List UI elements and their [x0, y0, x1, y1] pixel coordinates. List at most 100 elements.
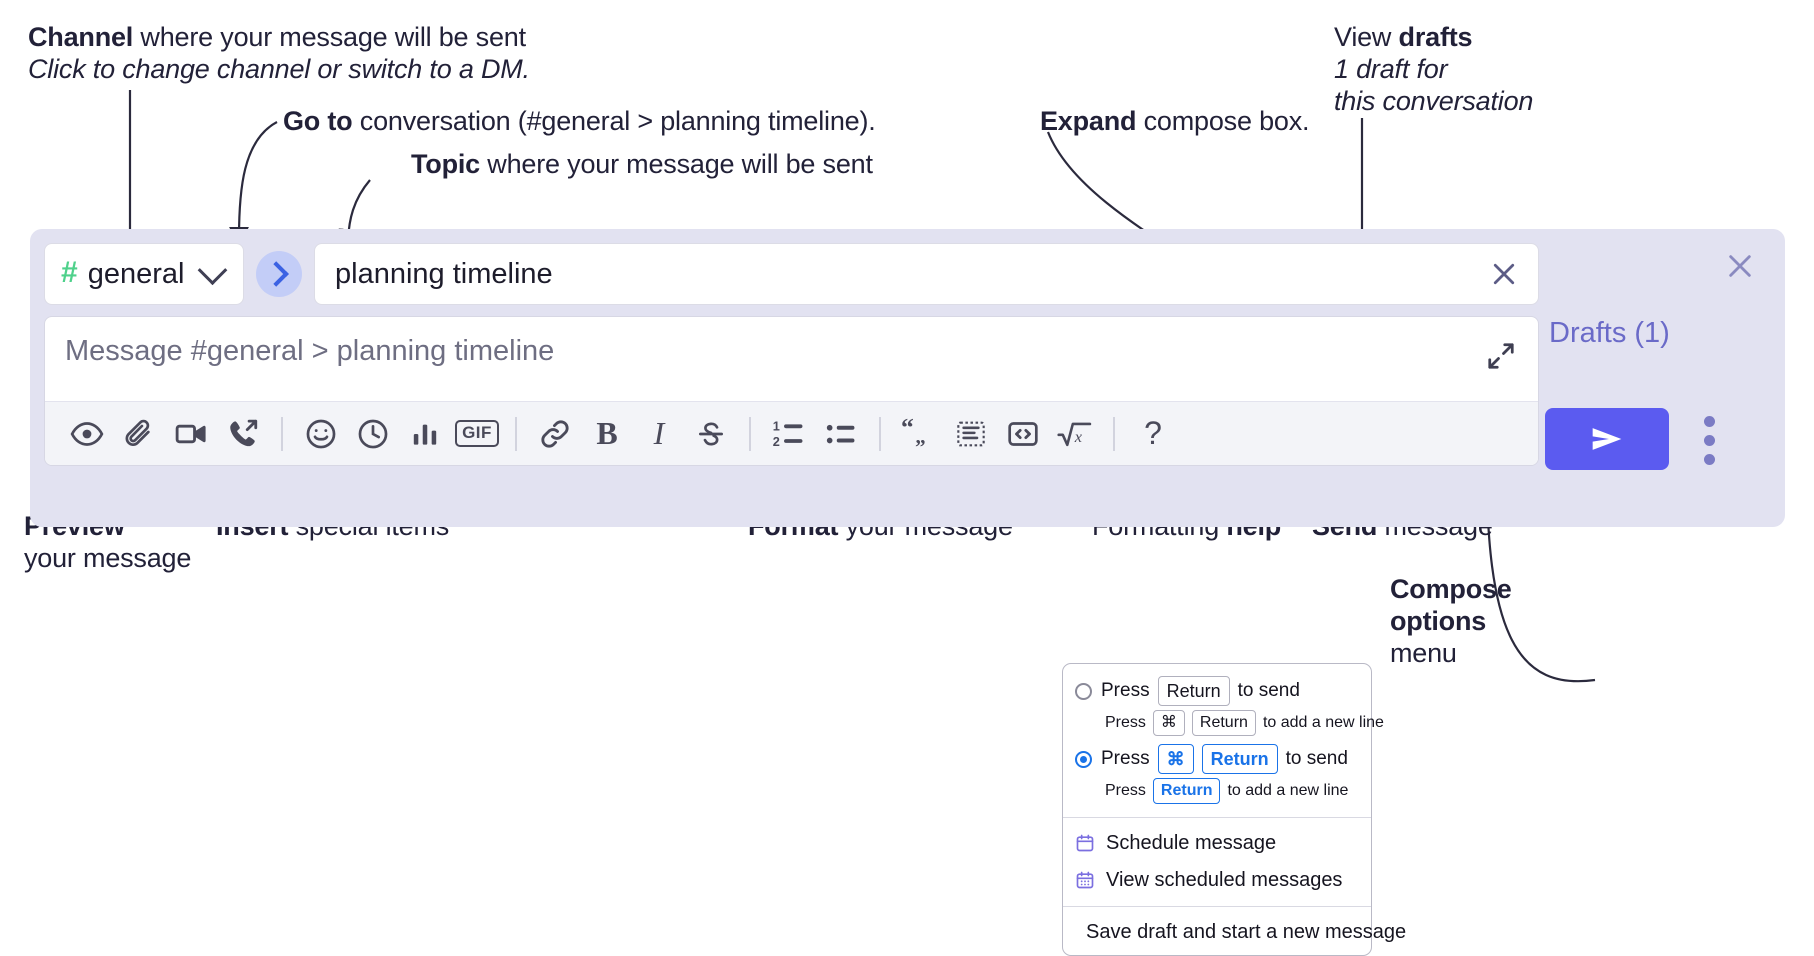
option1-sub-post: to add a new line — [1262, 714, 1384, 732]
inline-code-icon[interactable] — [997, 408, 1049, 460]
go-to-conversation-button[interactable] — [256, 251, 302, 297]
compose-options-button[interactable] — [1687, 412, 1731, 468]
annotation-channel-rest: where your message will be sent — [133, 22, 526, 52]
option1-pre: Press — [1101, 680, 1150, 702]
menu-item-view-scheduled-messages[interactable]: View scheduled messages — [1063, 862, 1371, 899]
option1-sub: Press ⌘ Return to add a new line — [1063, 708, 1384, 742]
annotation-compose-options: Compose options menu — [1390, 574, 1512, 670]
channel-name-label: general — [87, 257, 185, 290]
send-button[interactable] — [1545, 408, 1669, 470]
compose-main-column: # general Message #general > planning ti… — [44, 243, 1539, 466]
preview-icon[interactable] — [61, 408, 113, 460]
toolbar-separator — [879, 416, 881, 451]
kebab-dot — [1703, 434, 1715, 446]
menu-divider — [1063, 905, 1371, 907]
option2-pre: Press — [1101, 748, 1150, 770]
message-box: Message #general > planning timeline — [44, 316, 1539, 466]
option2-main: Press ⌘ Return to send — [1101, 743, 1348, 775]
bulleted-list-icon[interactable] — [815, 408, 867, 460]
annotation-preview-line2: your message — [24, 542, 192, 573]
radio-unselected-icon[interactable] — [1075, 682, 1092, 700]
math-icon[interactable]: x — [1049, 408, 1101, 460]
code-block-icon[interactable] — [945, 408, 997, 460]
menu-divider — [1063, 816, 1371, 818]
option2-key1: ⌘ — [1157, 743, 1194, 775]
annotation-goto-bold: Go to — [283, 106, 353, 136]
annotation-channel: Channel where your message will be sent … — [28, 22, 530, 86]
poll-icon[interactable] — [399, 408, 451, 460]
link-icon[interactable] — [529, 408, 581, 460]
video-clip-icon[interactable] — [165, 408, 217, 460]
kebab-dot — [1703, 453, 1715, 465]
clear-topic-button[interactable] — [1484, 254, 1524, 294]
option2-key2: Return — [1201, 743, 1278, 775]
annotation-expand-rest: compose box. — [1136, 106, 1310, 136]
toolbar-separator — [749, 416, 751, 451]
toolbar-separator — [515, 416, 517, 451]
annotation-compose-options-l3: menu — [1390, 637, 1457, 668]
menu-item-label: Schedule message — [1106, 831, 1277, 854]
drafts-link[interactable]: Drafts (1) — [1549, 317, 1670, 349]
option-cmd-return-to-send[interactable]: Press ⌘ Return to send — [1063, 742, 1371, 776]
radio-selected-icon[interactable] — [1075, 750, 1092, 768]
option-return-to-send[interactable]: Press Return to send — [1063, 674, 1371, 708]
compose-right-column: Drafts (1) — [1539, 229, 1785, 527]
formatting-toolbar: GIF B I — [45, 401, 1538, 465]
bold-icon[interactable]: B — [596, 415, 618, 451]
channel-selector-button[interactable]: # general — [44, 243, 244, 305]
compose-widget: # general Message #general > planning ti… — [30, 229, 1785, 527]
svg-text:“: “ — [901, 416, 914, 442]
blockquote-icon[interactable]: “ „ — [893, 408, 945, 460]
help-icon[interactable]: ? — [1144, 415, 1162, 451]
annotation-topic-bold: Topic — [411, 149, 480, 179]
gif-icon[interactable]: GIF — [451, 408, 503, 460]
option1-sub-key1: ⌘ — [1152, 710, 1185, 736]
option2-sub: Press Return to add a new line — [1063, 776, 1371, 810]
annotation-expand: Expand compose box. — [1040, 106, 1310, 138]
svg-text:2: 2 — [773, 434, 780, 449]
annotation-expand-bold: Expand — [1040, 106, 1137, 136]
toolbar-separator — [281, 416, 283, 451]
toolbar-separator — [1113, 416, 1115, 451]
annotation-drafts-pre: View — [1334, 22, 1399, 52]
annotation-compose-options-l1: Compose — [1390, 574, 1512, 604]
italic-icon[interactable]: I — [653, 415, 665, 451]
calendar-grid-icon — [1076, 871, 1094, 889]
option2-post: to send — [1285, 748, 1348, 770]
menu-item-label: Save draft and start a new message — [1086, 920, 1407, 943]
menu-item-label: View scheduled messages — [1106, 868, 1343, 891]
kebab-dot — [1703, 415, 1715, 427]
option1-post: to send — [1237, 680, 1300, 702]
attachment-icon[interactable] — [113, 408, 165, 460]
audio-clip-icon[interactable] — [217, 408, 269, 460]
svg-text:„: „ — [915, 424, 926, 448]
compose-destination-row: # general — [44, 243, 1539, 305]
annotation-drafts-sub1: 1 draft for — [1334, 53, 1448, 84]
chevron-right-icon — [263, 261, 289, 287]
annotation-drafts: View drafts 1 draft for this conversatio… — [1334, 22, 1533, 118]
annotation-compose-options-l2: options — [1390, 605, 1487, 636]
calendar-icon — [1076, 834, 1094, 852]
ordered-list-icon[interactable]: 1 2 — [763, 408, 815, 460]
clock-icon[interactable] — [347, 408, 399, 460]
annotation-channel-sub: Click to change channel or switch to a D… — [28, 53, 530, 84]
annotation-goto: Go to conversation (#general > planning … — [283, 106, 876, 138]
menu-item-save-draft[interactable]: Save draft and start a new message — [1063, 914, 1406, 955]
annotation-drafts-bold: drafts — [1398, 22, 1473, 52]
option1-sub-pre: Press — [1105, 714, 1146, 732]
compose-options-menu: Press Return to send Press ⌘ Return to a… — [1062, 663, 1406, 956]
hash-icon: # — [61, 256, 78, 289]
annotation-topic-rest: where your message will be sent — [480, 149, 873, 179]
expand-compose-button[interactable] — [1480, 335, 1522, 377]
topic-field[interactable] — [314, 243, 1539, 305]
menu-item-schedule-message[interactable]: Schedule message — [1063, 825, 1371, 862]
close-compose-button[interactable] — [1719, 245, 1761, 287]
topic-input[interactable] — [333, 256, 1484, 292]
option2-sub-key: Return — [1152, 778, 1221, 804]
message-input-area[interactable]: Message #general > planning timeline — [45, 317, 1538, 401]
annotation-channel-bold: Channel — [28, 22, 134, 52]
option2-sub-pre: Press — [1105, 781, 1146, 799]
strikethrough-icon[interactable] — [685, 408, 737, 460]
option1-sub-key2: Return — [1191, 710, 1256, 736]
emoji-icon[interactable] — [295, 408, 347, 460]
